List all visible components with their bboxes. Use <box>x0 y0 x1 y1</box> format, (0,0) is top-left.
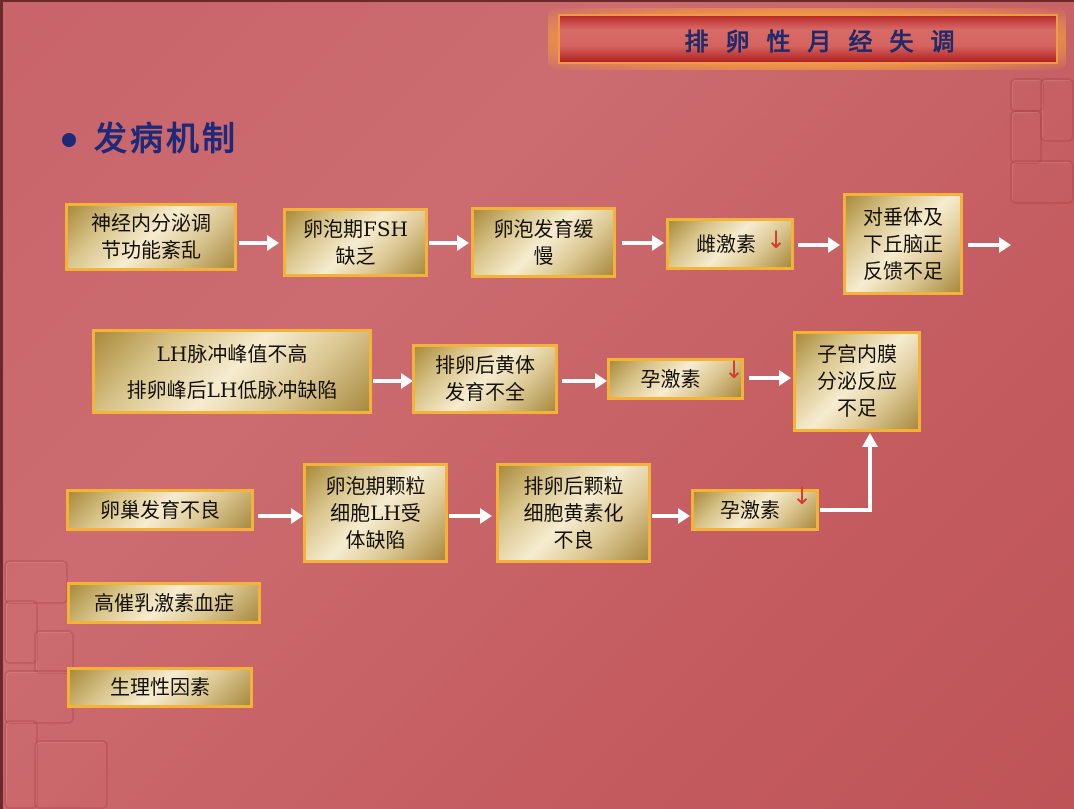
lattice-decoration <box>1040 78 1074 142</box>
lattice-decoration <box>1010 110 1042 164</box>
box-lh-pulse-defect: LH脉冲峰值不高 排卵峰后LH低脉冲缺陷 <box>92 329 372 414</box>
box-progesterone-1: 孕激素 <box>607 358 744 400</box>
lattice-decoration <box>34 740 108 809</box>
arrow-right <box>968 237 1011 253</box>
heading-text: 发病机制 <box>94 119 238 158</box>
box-fsh-deficiency: 卵泡期FSH 缺乏 <box>283 208 428 277</box>
lattice-decoration <box>4 600 38 664</box>
box-hyperprolactinemia: 高催乳激素血症 <box>67 582 261 624</box>
estrogen-label: 雌激素 <box>696 231 756 256</box>
box-lh-receptor-defect: 卵泡期颗粒 细胞LH受 体缺陷 <box>303 463 448 563</box>
title-banner: 排卵性月经失调 <box>560 16 1056 62</box>
box-estrogen: 雌激素 <box>666 218 794 270</box>
lattice-decoration <box>1010 160 1074 204</box>
decrease-arrow-icon: ↓ <box>766 226 787 254</box>
slide-title: 排卵性月经失调 <box>684 27 972 56</box>
box-luteinization-poor: 排卵后颗粒 细胞黄素化 不良 <box>496 463 651 563</box>
connector-horizontal <box>820 508 872 512</box>
section-heading: 发病机制 <box>62 112 238 160</box>
slide-frame-top <box>0 0 1074 2</box>
arrow-right <box>239 235 279 251</box>
arrow-right <box>373 373 413 389</box>
lattice-decoration <box>4 560 68 604</box>
arrow-right <box>622 235 664 251</box>
arrow-right <box>258 508 303 524</box>
lattice-decoration <box>1010 78 1044 112</box>
progesterone-label: 孕激素 <box>720 497 780 522</box>
box-physiological-factors: 生理性因素 <box>67 667 253 708</box>
arrow-up <box>862 433 878 447</box>
box-endometrial-secretion-insufficient: 子宫内膜 分泌反应 不足 <box>793 331 921 432</box>
box-corpus-luteum-insufficient: 排卵后黄体 发育不全 <box>412 344 558 414</box>
arrow-right <box>562 373 607 389</box>
arrow-right <box>429 235 469 251</box>
box-ovarian-dysplasia: 卵巢发育不良 <box>66 489 254 531</box>
lattice-decoration <box>4 670 74 724</box>
box-positive-feedback-insufficient: 对垂体及 下丘脑正 反馈不足 <box>843 193 963 295</box>
decrease-arrow-icon: ↓ <box>792 482 813 510</box>
bullet-icon <box>62 133 76 147</box>
slide-frame-left <box>0 0 3 809</box>
decrease-arrow-icon: ↓ <box>724 356 745 384</box>
box-slow-follicle-development: 卵泡发育缓 慢 <box>471 207 616 278</box>
connector-vertical <box>868 446 872 512</box>
arrow-right <box>749 370 791 386</box>
arrow-right <box>798 237 840 253</box>
arrow-right <box>449 508 492 524</box>
box-progesterone-2: 孕激素 <box>691 489 819 531</box>
arrow-right <box>652 508 690 524</box>
progesterone-label: 孕激素 <box>640 366 701 391</box>
lattice-decoration <box>4 720 38 809</box>
box-neuroendocrine-dysfunction: 神经内分泌调 节功能紊乱 <box>65 203 237 271</box>
lattice-decoration <box>34 630 74 674</box>
